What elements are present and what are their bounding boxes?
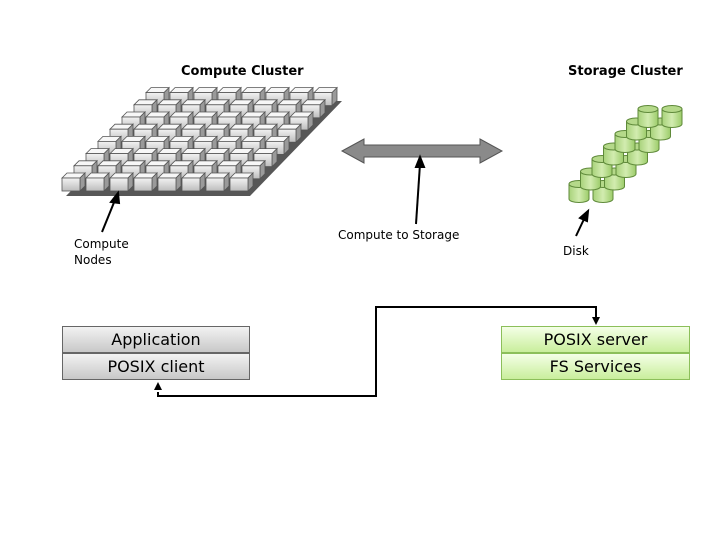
compute-nodes-pointer: [101, 199, 116, 233]
compute-node-icon: [61, 172, 86, 192]
compute-node-icon: [157, 172, 182, 192]
compute-to-storage-label: Compute to Storage: [338, 228, 460, 242]
compute-node-icon: [229, 147, 254, 168]
compute-node-icon: [193, 86, 218, 107]
compute-node-icon: [181, 172, 206, 192]
disk-icon: [637, 105, 659, 128]
application-layer: Application: [62, 326, 250, 353]
client-server-connector: [157, 306, 597, 397]
link-pointer: [415, 163, 421, 225]
posix-client-layer: POSIX client: [62, 353, 250, 380]
compute-node-icon: [133, 172, 158, 192]
client-arrowhead: [154, 382, 162, 390]
disk-label: Disk: [563, 244, 589, 258]
compute-nodes-label: Compute Nodes: [74, 236, 129, 268]
compute-to-storage-arrow: [340, 138, 504, 164]
compute-node-icon: [205, 172, 230, 192]
storage-cluster-title: Storage Cluster: [568, 64, 683, 79]
compute-nodes-label-line1: Compute: [74, 237, 129, 251]
compute-cluster-title: Compute Cluster: [181, 64, 304, 79]
compute-node-icon: [145, 159, 170, 180]
compute-nodes-label-line2: Nodes: [74, 253, 112, 267]
compute-node-icon: [109, 172, 134, 192]
disk-icon: [661, 105, 683, 128]
posix-server-layer: POSIX server: [501, 326, 690, 353]
server-arrowhead: [592, 317, 600, 325]
compute-node-icon: [265, 135, 290, 156]
compute-node-icon: [85, 172, 110, 192]
compute-node-grid: [61, 86, 338, 192]
storage-disk-grid: [568, 105, 683, 203]
compute-node-icon: [229, 172, 254, 192]
fs-services-layer: FS Services: [501, 353, 690, 380]
